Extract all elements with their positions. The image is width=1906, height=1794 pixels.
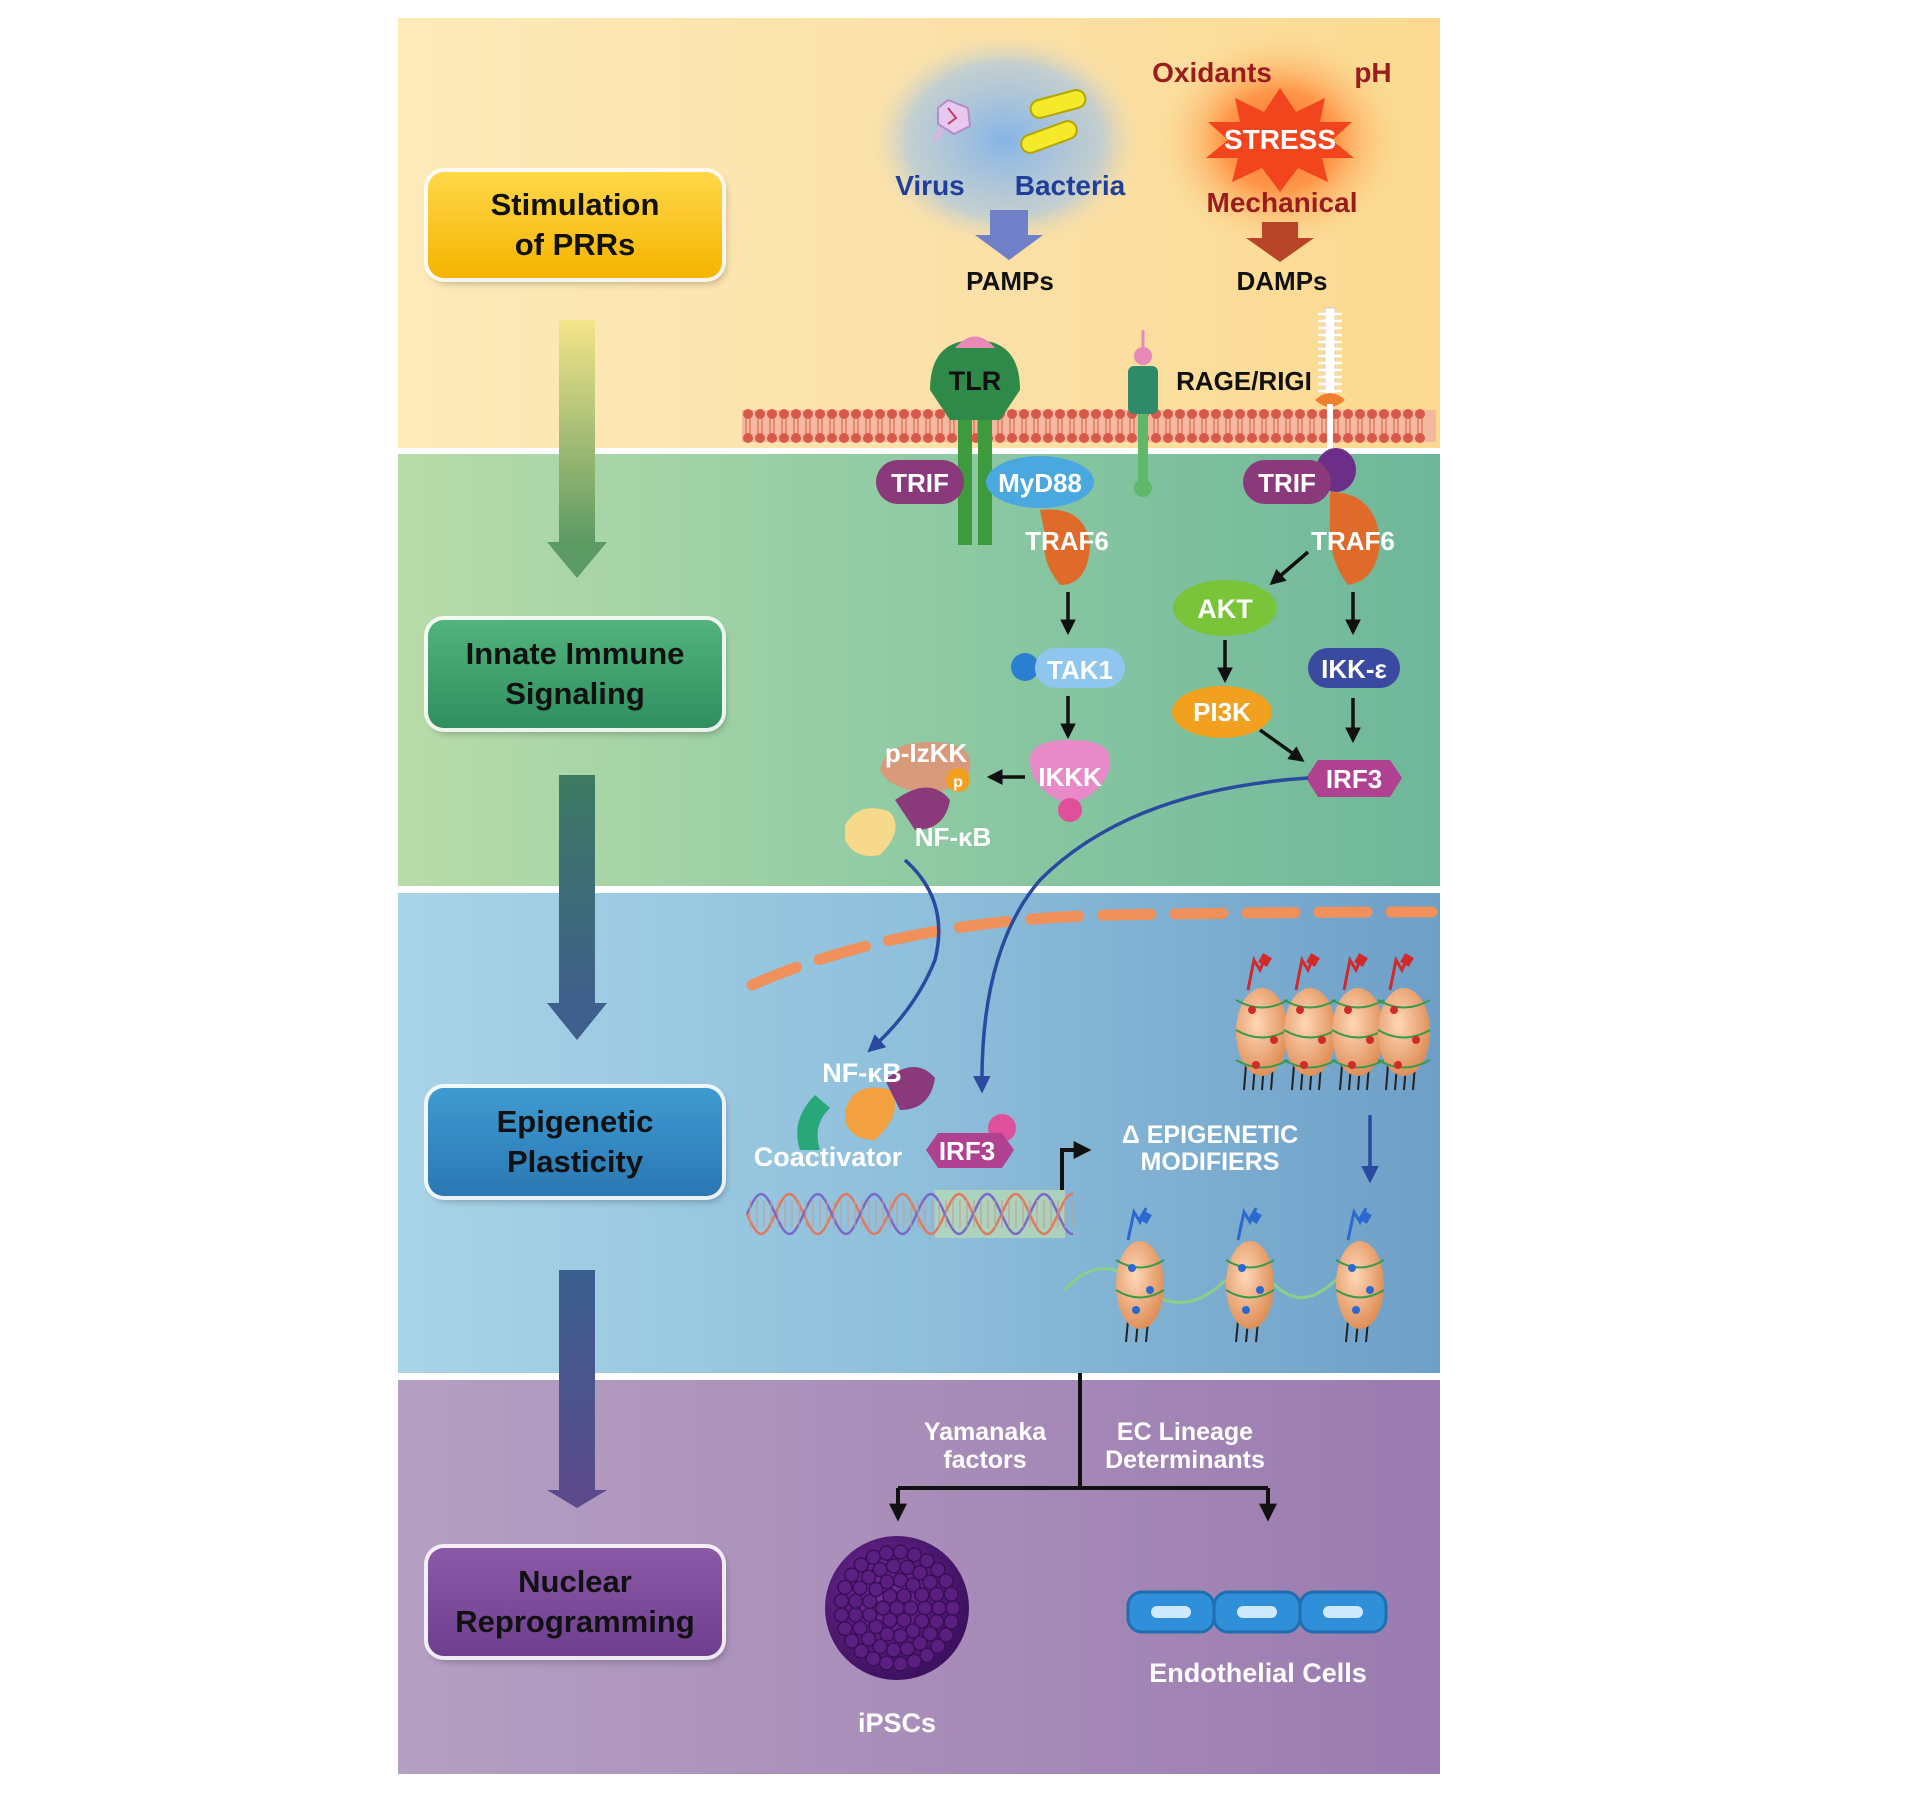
- nfkb-nucleus-label: NF-κB: [822, 1058, 902, 1088]
- virus-icon: [932, 98, 972, 142]
- ikk-e: [1308, 648, 1400, 688]
- myd88: [986, 456, 1094, 508]
- damps-arrow: [1246, 222, 1314, 262]
- p-label: p: [953, 774, 963, 791]
- stage-epigenetic-line2: Plasticity: [506, 1144, 644, 1179]
- ikk-e-label: IKK-ε: [1321, 654, 1387, 684]
- stage-reprogramming-line1: Nuclear: [518, 1564, 632, 1599]
- stage-signaling-box: Innate Immune Signaling: [428, 620, 722, 728]
- stage-reprogramming-line2: Reprogramming: [455, 1604, 695, 1639]
- irf3-cytoplasm: [1306, 760, 1402, 797]
- ipsc-colony: [825, 1536, 969, 1680]
- ec-lineage-line1: EC Lineage: [1117, 1418, 1253, 1446]
- tak1-label: TAK1: [1047, 655, 1113, 685]
- pamps-arrow: [975, 210, 1043, 260]
- ikkk-label: IKKK: [1038, 762, 1102, 792]
- yamanaka-line1: Yamanaka: [924, 1418, 1047, 1446]
- endothelial-label: Endothelial Cells: [1149, 1658, 1367, 1688]
- irf3-cyto-label: IRF3: [1326, 764, 1382, 794]
- arrow-traf6-akt: [1269, 550, 1310, 586]
- yamanaka-line2: factors: [943, 1446, 1026, 1474]
- rage-receptor: [1128, 330, 1158, 497]
- trif-right-label: TRIF: [1258, 468, 1316, 498]
- pamps-label: PAMPs: [966, 266, 1054, 296]
- tlr-label: TLR: [949, 366, 1001, 396]
- trif-left-label: TRIF: [891, 468, 949, 498]
- pi3k: [1172, 686, 1272, 738]
- traf6-left-shape: [1040, 509, 1090, 585]
- epigenetic-modifiers-line2: MODIFIERS: [1141, 1148, 1280, 1176]
- trif-left: [876, 460, 964, 504]
- dna-helix: [745, 1190, 1074, 1238]
- ec-lineage-line2: Determinants: [1105, 1446, 1265, 1474]
- pathogen-glow: [865, 30, 1145, 250]
- stress-label: STRESS: [1224, 124, 1336, 155]
- stage-signaling-line2: Signaling: [505, 676, 645, 711]
- transcription-arrow: [1060, 1141, 1092, 1190]
- bacteria-icon: [1020, 89, 1087, 154]
- coactivator-shape: [797, 1095, 830, 1150]
- nfkb-cyto-label: NF-κB: [915, 822, 992, 852]
- left-flow-arrow-2: [547, 775, 607, 1040]
- rage-rigi-label: RAGE/RIGI: [1176, 366, 1312, 396]
- tlr-receptor: [930, 336, 1020, 545]
- mechanical-label: Mechanical: [1207, 187, 1358, 218]
- arrow-pi3k-irf3: [1258, 728, 1305, 762]
- traf6-right-label: TRAF6: [1311, 526, 1395, 556]
- nfkb-cytoplasm: [845, 787, 950, 856]
- trif-right: [1243, 460, 1331, 504]
- stage-epigenetic-box: Epigenetic Plasticity: [428, 1088, 722, 1196]
- nfkb-translocation-arrow: [867, 858, 941, 1053]
- virus-label: Virus: [895, 170, 965, 201]
- ipscs-label: iPSCs: [858, 1708, 936, 1738]
- stage-stimulation-line1: Stimulation: [490, 187, 660, 222]
- stage-stimulation-line2: of PRRs: [514, 227, 636, 262]
- bacteria-label: Bacteria: [1015, 170, 1126, 201]
- stress-burst: [1206, 88, 1354, 192]
- left-flow-arrow-3: [547, 1270, 607, 1508]
- irf3-translocation-arrow: [973, 776, 1309, 1094]
- oxidants-label: Oxidants: [1152, 57, 1272, 88]
- irf3-nucleus-label: IRF3: [939, 1136, 995, 1166]
- myd88-label: MyD88: [998, 468, 1082, 498]
- nfkb-nucleus: [845, 1066, 935, 1140]
- stage-signaling-line1: Innate Immune: [465, 636, 685, 671]
- damps-label: DAMPs: [1236, 266, 1327, 296]
- nuclear-envelope: [746, 906, 1438, 991]
- p-izkk-label: p-IzKK: [885, 738, 968, 768]
- stage-reprogramming-box: Nuclear Reprogramming: [428, 1548, 722, 1656]
- traf6-left-label: TRAF6: [1025, 526, 1109, 556]
- akt: [1173, 580, 1277, 636]
- stage-epigenetic-line1: Epigenetic: [496, 1104, 654, 1139]
- pi3k-label: PI3K: [1193, 697, 1251, 727]
- branch-lines: [889, 1373, 1277, 1522]
- p-izkk: [880, 742, 971, 792]
- left-flow-arrow-1: [547, 320, 607, 578]
- chromatin-open: [1063, 1207, 1385, 1343]
- irf3-nucleus: [926, 1114, 1016, 1168]
- ikkk: [1030, 740, 1110, 822]
- epigenetic-modifiers-line1: Δ EPIGENETIC: [1122, 1121, 1298, 1149]
- stage-stimulation-box: Stimulation of PRRs: [428, 172, 722, 278]
- endothelial-cells: [1126, 1590, 1388, 1634]
- traf6-right-shape: [1329, 492, 1380, 585]
- tak1: [1011, 648, 1125, 688]
- ph-label: pH: [1354, 57, 1391, 88]
- coactivator-label: Coactivator: [754, 1142, 903, 1172]
- chromatin-condensed: [1235, 953, 1431, 1091]
- akt-label: AKT: [1197, 594, 1253, 624]
